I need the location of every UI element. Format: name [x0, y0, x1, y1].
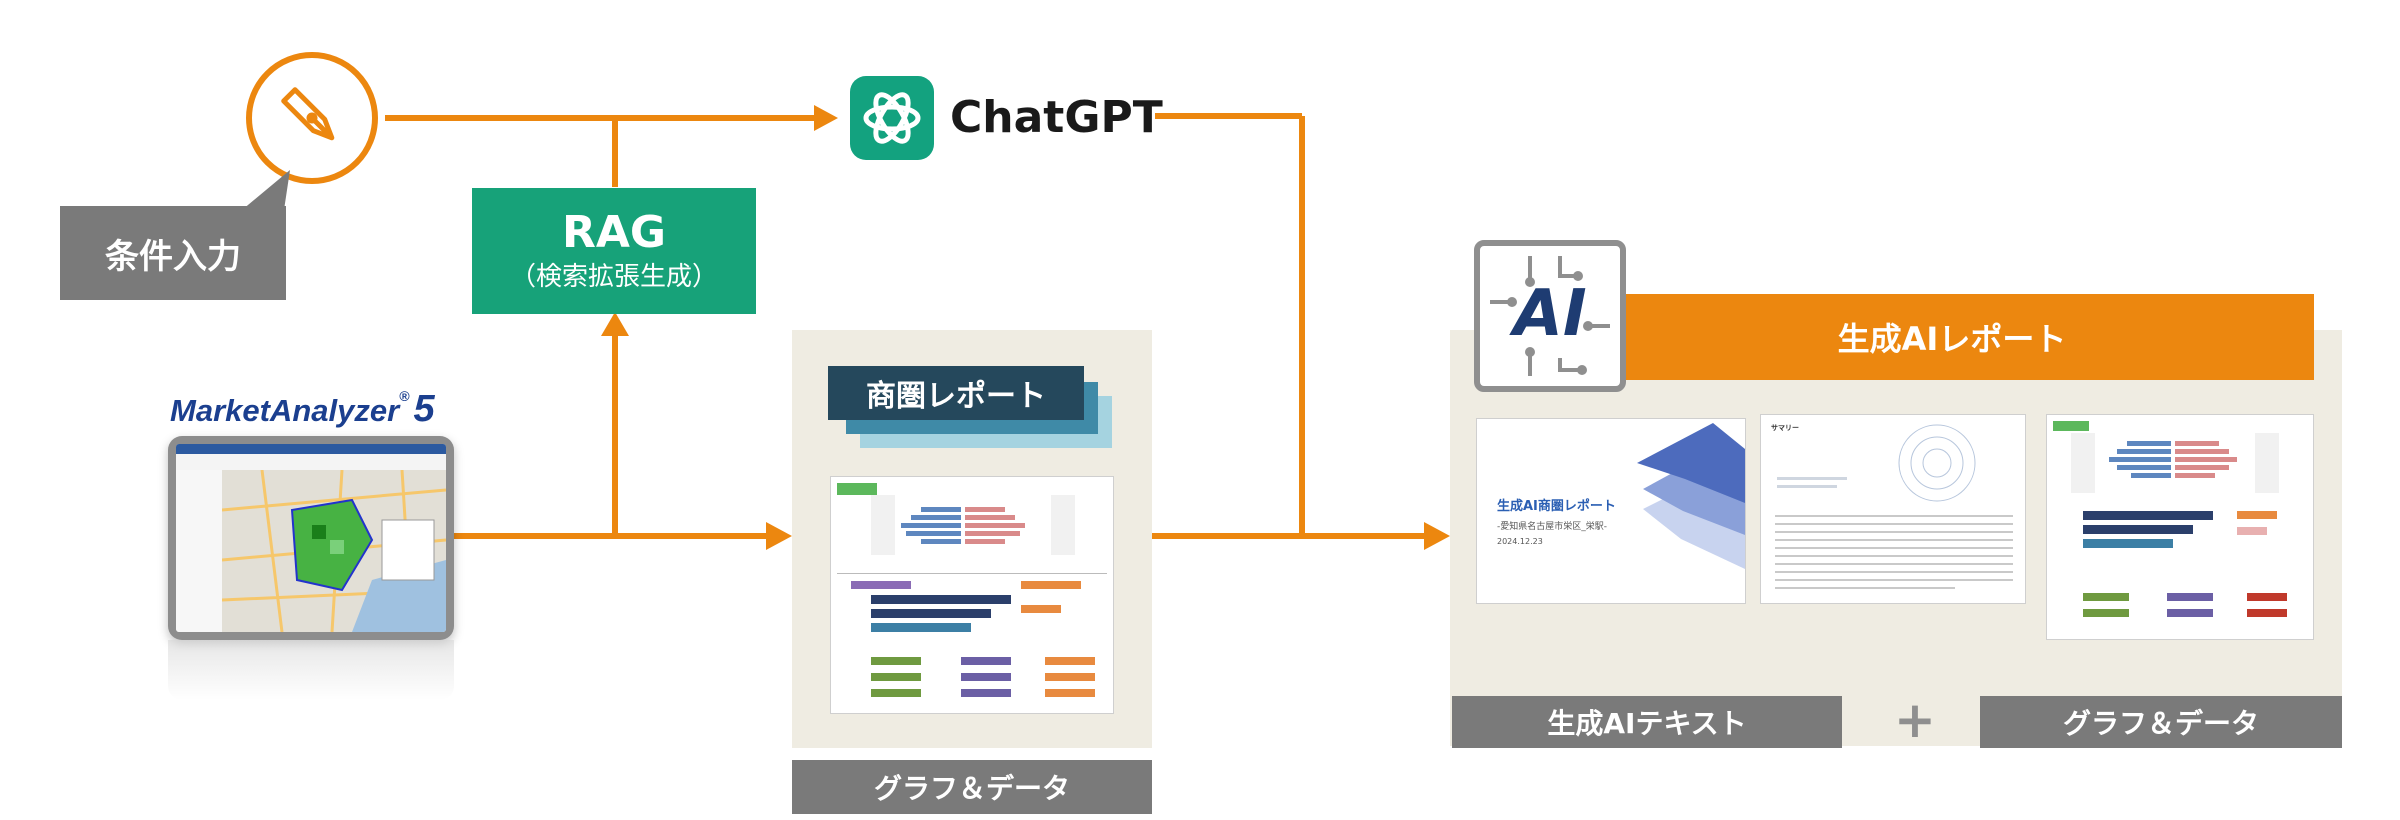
data-graphic [2053, 421, 2287, 617]
cover-date: 2024.12.23 [1497, 537, 1543, 546]
input-circle[interactable] [246, 52, 378, 184]
brand-registered-mark: ® [399, 388, 410, 404]
cover-graphic [1637, 423, 1745, 569]
ai-text-footer-label: 生成AIテキスト [1452, 696, 1842, 748]
circuit-lines [1490, 256, 1610, 376]
tablet-reflection [168, 640, 454, 700]
chatgpt-logo[interactable] [850, 76, 934, 160]
ai-report-data-slide[interactable] [2046, 414, 2314, 640]
trade-area-report-title: 商圏レポート [828, 366, 1084, 420]
report-graphics [837, 483, 1107, 697]
rag-subtitle: （検索拡張生成） [509, 262, 718, 292]
cover-subtitle: -愛知県名古屋市栄区_栄駅- [1497, 522, 1607, 532]
condition-input-label: 条件入力 [60, 206, 286, 300]
pen-icon [281, 87, 335, 141]
analyzer-screen [176, 444, 446, 632]
plus-sign: + [1894, 691, 1936, 749]
speech-tail [242, 170, 290, 210]
ai-chip-icon: AI [1474, 240, 1626, 392]
rag-box[interactable]: RAG （検索拡張生成） [472, 188, 756, 314]
brand-name: MarketAnalyzer [170, 393, 400, 428]
openai-logo-icon [863, 92, 921, 144]
ai-report-summary-slide[interactable]: サマリー [1760, 414, 2026, 604]
brand-version: 5 [413, 388, 435, 430]
trade-area-footer-label: グラフ＆データ [792, 760, 1152, 814]
map-view [222, 470, 446, 632]
arrowhead-chatgpt [814, 105, 838, 131]
tablet-device[interactable] [168, 436, 454, 640]
arrowhead-ai-report [1424, 522, 1450, 550]
ai-report-cover-slide[interactable]: 生成AI商圏レポート -愛知県名古屋市栄区_栄駅- 2024.12.23 [1476, 418, 1746, 604]
ai-report-header: 生成AIレポート [1590, 294, 2314, 380]
ai-data-footer-label: グラフ＆データ [1980, 696, 2342, 748]
cover-title: 生成AI商圏レポート [1497, 499, 1616, 514]
chatgpt-label: ChatGPT [950, 92, 1163, 143]
market-analyzer-brand: MarketAnalyzer®5 [170, 388, 460, 434]
rag-title: RAG [561, 207, 667, 258]
trade-area-report-thumbnail[interactable] [830, 476, 1114, 714]
summary-graphic [1775, 424, 2013, 589]
ai-badge-text: AI [1513, 277, 1587, 351]
arrowhead-report [766, 522, 792, 550]
arrowhead-rag [601, 312, 629, 336]
summary-heading: サマリー [1771, 424, 1799, 432]
